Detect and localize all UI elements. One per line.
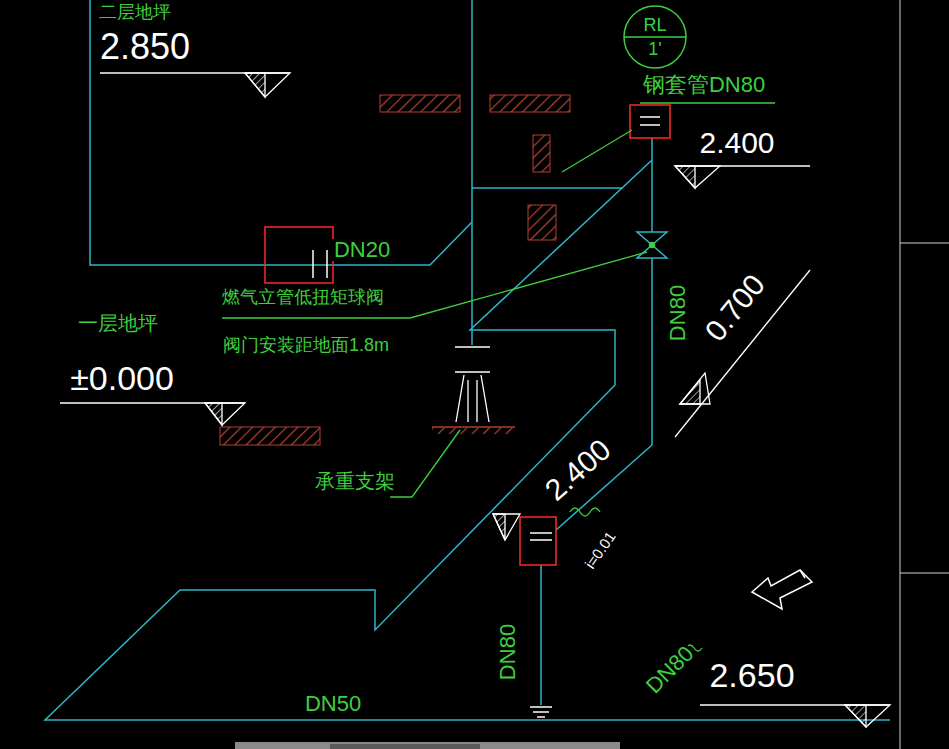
floor-name: 二层地坪 <box>97 3 173 21</box>
elevation-value: ±0.000 <box>68 361 176 395</box>
sheet-frame <box>235 0 949 749</box>
highlight-box-part <box>520 517 556 565</box>
elevation-value: 0.700 <box>698 268 771 348</box>
building-outline-part <box>90 0 472 265</box>
support-symbol-part <box>481 375 489 422</box>
highlight-box-part <box>630 105 670 138</box>
pipe-size: DN50 <box>303 693 363 715</box>
circle-text: 1' <box>623 40 687 58</box>
support-note: 承重支架 <box>313 471 397 491</box>
leader-line-part <box>390 430 460 497</box>
elevation-mark-part <box>245 73 265 97</box>
elevation-mark-part <box>675 166 720 188</box>
circle-outline-ring <box>624 6 686 68</box>
elevation-mark-part <box>493 514 505 540</box>
valve-note: 阀门安装距地面1.8m <box>221 336 391 354</box>
gas-pipe-part <box>651 258 653 445</box>
support-symbol-part <box>432 426 515 427</box>
support-symbol-part <box>467 380 468 422</box>
sheet-frame-part <box>900 0 901 749</box>
direction-arrow-part <box>752 570 812 609</box>
sheet-frame-part <box>235 742 620 749</box>
gas-pipe <box>541 138 652 705</box>
support-symbol-part <box>455 371 490 372</box>
leader-line-part <box>222 252 647 318</box>
elevation-mark-part <box>845 705 890 727</box>
elevation-mark-part <box>205 403 222 425</box>
valve-note: 燃气立管低扭矩球阀 <box>220 288 386 306</box>
sleeve-symbol-part <box>640 124 660 126</box>
elevation-value: 2.850 <box>98 29 192 65</box>
leader-line-part <box>570 508 600 516</box>
pipe-end-symbol <box>530 707 552 717</box>
sleeve-note: 钢套管DN80 <box>641 74 767 96</box>
circle-divider <box>624 36 686 38</box>
pipe-size: DN80 <box>497 622 519 682</box>
pipe-end-symbol-part <box>530 706 552 708</box>
sheet-frame-part <box>900 243 949 244</box>
sleeve-symbol-part <box>640 116 660 118</box>
leader-line-part <box>640 102 775 103</box>
wall-hatch-part <box>380 95 460 112</box>
direction-arrow <box>752 570 812 609</box>
elevation-mark-part <box>680 373 710 404</box>
support-symbol-part <box>455 346 490 347</box>
elevation-mark-part <box>675 166 695 188</box>
wall-hatch-part <box>533 135 550 172</box>
elevation-value: 2.650 <box>707 658 796 692</box>
elevation-value: 2.400 <box>697 128 776 158</box>
leader-line <box>222 103 775 651</box>
elevation-mark-part <box>493 514 520 540</box>
support-symbol-part <box>456 375 464 422</box>
highlight-box-part <box>265 227 333 283</box>
highlight-box <box>265 105 670 565</box>
circle-outline <box>623 5 687 69</box>
pipe-end-symbol-part <box>537 716 545 718</box>
building-outline-part <box>45 160 890 720</box>
ball-valve-part <box>650 243 655 248</box>
sleeve-symbol-part <box>326 250 328 278</box>
elevation-value: 2.400 <box>538 433 617 508</box>
direction-arrow-part <box>800 570 805 578</box>
pipe-end-symbol-part <box>533 711 549 713</box>
pipe-size: DN80 <box>667 283 689 343</box>
elevation-mark-part <box>680 380 700 404</box>
support-symbol-part <box>476 380 477 422</box>
elevation-mark-part <box>245 73 290 97</box>
circle-text: RL <box>623 16 687 34</box>
wall-hatch-part <box>490 95 570 112</box>
wall-hatch-part <box>220 427 320 445</box>
elevation-mark <box>60 73 890 727</box>
pipe-size: DN80 <box>641 641 699 699</box>
sleeve-symbol-part <box>530 539 552 541</box>
reference-circle: RL 1' <box>623 5 687 69</box>
building-outline-part <box>472 187 622 189</box>
sleeve-symbol-part <box>530 532 552 534</box>
leader-line-part <box>562 130 632 172</box>
floor-name: 一层地坪 <box>76 313 160 333</box>
building-outline <box>45 0 890 720</box>
wall-hatch-part <box>528 205 556 240</box>
support-symbol-part <box>432 428 515 434</box>
sheet-frame-part <box>900 573 949 574</box>
sleeve-symbol <box>313 117 660 540</box>
sheet-frame-part <box>330 744 480 749</box>
wall-hatch <box>220 95 570 445</box>
gas-pipe-part <box>651 138 653 232</box>
support-symbol <box>432 347 515 434</box>
gas-pipe-part <box>540 565 542 705</box>
pipe-size: DN20 <box>332 239 392 261</box>
elevation-mark-part <box>845 705 866 727</box>
sleeve-symbol-part <box>312 250 314 278</box>
slope-value: i=0.01 <box>581 527 619 573</box>
elevation-mark-part <box>205 403 245 425</box>
building-outline-part <box>471 0 473 345</box>
